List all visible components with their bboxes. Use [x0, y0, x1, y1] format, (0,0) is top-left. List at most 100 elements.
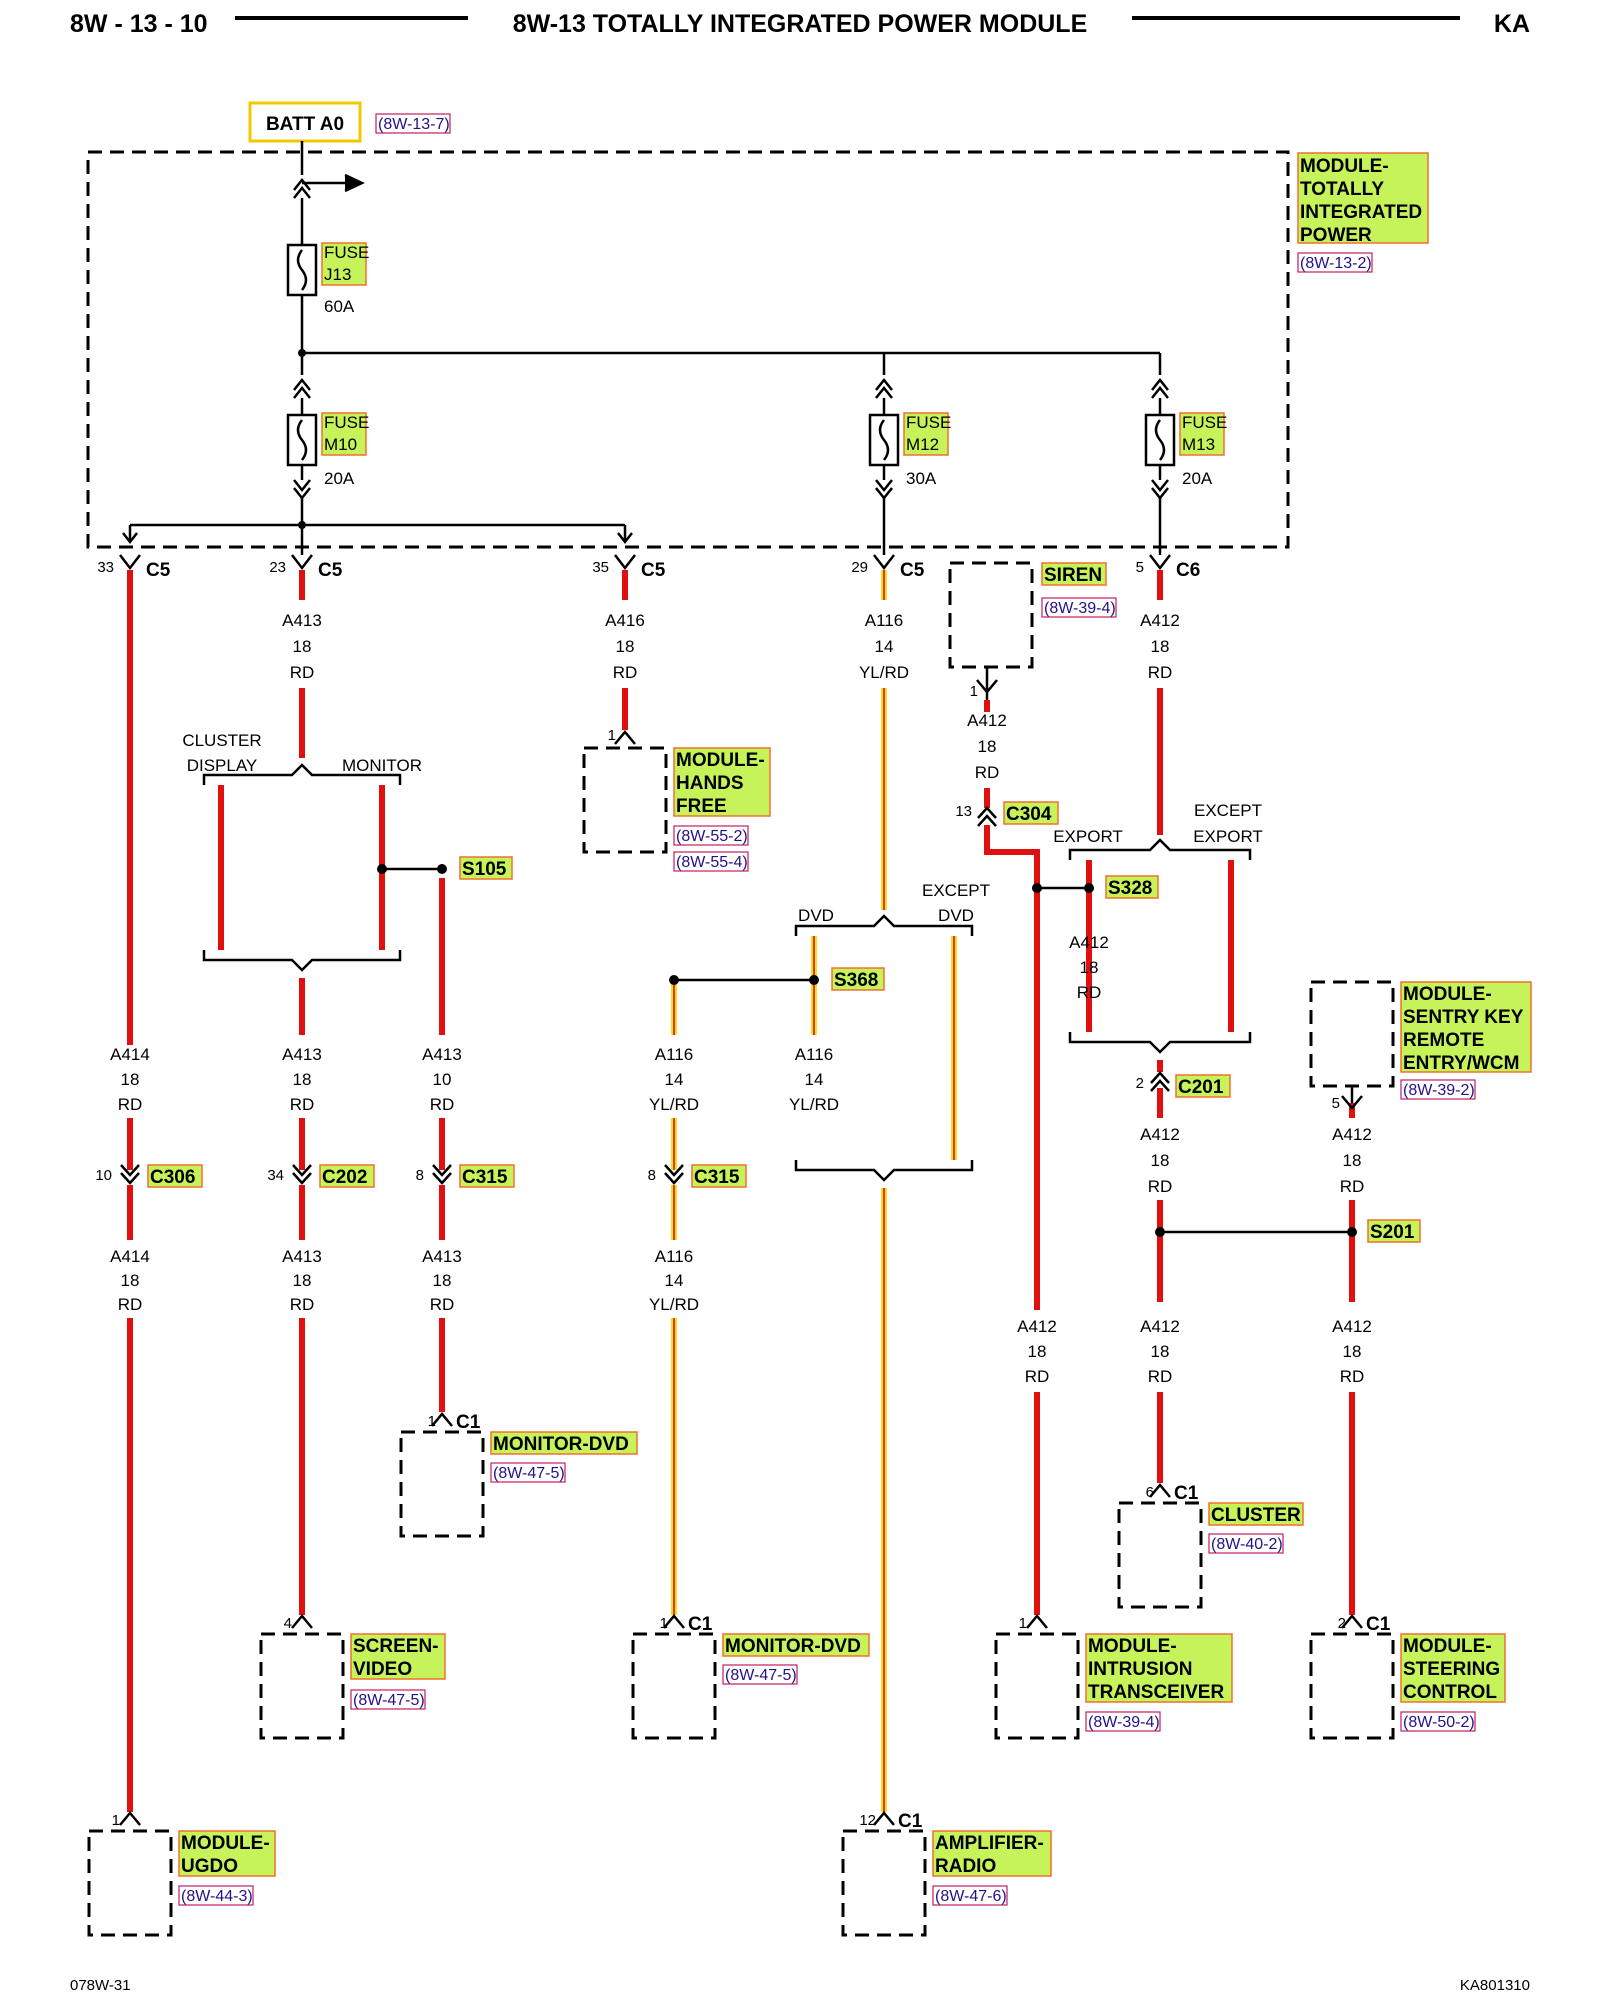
batt-ref[interactable]: (8W-13-7)	[378, 116, 450, 133]
pin-number: 34	[267, 1167, 284, 1184]
wire-gauge: 18	[293, 1271, 312, 1290]
fuse-j13-rating: 60A	[324, 297, 355, 316]
c315a-highlight	[459, 1164, 515, 1188]
pin-number: 8	[416, 1167, 424, 1184]
c304-highlight	[1003, 801, 1059, 825]
component-name: HANDS	[676, 773, 744, 794]
inline-connector-symbols	[120, 806, 1170, 1185]
monitor-dvd-2-highlight	[722, 1633, 870, 1657]
wire-color: RD	[1025, 1367, 1050, 1386]
wire-code: A412	[1140, 611, 1180, 630]
wire-color: RD	[1340, 1367, 1365, 1386]
wire-code: A413	[422, 1247, 462, 1266]
pin-number: 23	[269, 559, 286, 576]
tipm-ref-box	[1297, 252, 1373, 273]
pin-number: 33	[97, 559, 114, 576]
screen-video-highlight	[350, 1633, 446, 1680]
component-ref[interactable]: (8W-39-4)	[1088, 1714, 1160, 1731]
fuse-m12-label-2: M12	[906, 435, 939, 454]
fuse-m13-highlight	[1179, 412, 1225, 456]
component-ref[interactable]: (8W-44-3)	[181, 1888, 253, 1905]
component-name: UGDO	[181, 1856, 238, 1877]
siren-highlight	[1041, 562, 1107, 586]
component-name: MODULE-	[181, 1833, 270, 1854]
component-ref[interactable]: (8W-39-2)	[1403, 1082, 1475, 1099]
component-name: FREE	[676, 796, 727, 817]
option-label: CLUSTER	[182, 731, 261, 750]
component-name: MODULE-	[1403, 1636, 1492, 1657]
wire-color: RD	[430, 1295, 455, 1314]
fuse-j13-label-1: FUSE	[324, 243, 369, 262]
tipm-name-1: MODULE-	[1300, 156, 1389, 177]
component-ref[interactable]: (8W-39-4)	[1044, 600, 1116, 617]
component-name: SIREN	[1044, 565, 1102, 586]
wire-gauge: 18	[1343, 1342, 1362, 1361]
ref-box	[932, 1885, 1008, 1906]
ref-box	[673, 851, 749, 872]
component-ref[interactable]: (8W-47-6)	[935, 1888, 1007, 1905]
option-label: EXPORT	[1193, 827, 1263, 846]
component-ref[interactable]: (8W-47-5)	[725, 1667, 797, 1684]
wire-gauge: 18	[293, 1070, 312, 1089]
component-ref[interactable]: (8W-55-2)	[676, 828, 748, 845]
wire-code: A116	[655, 1045, 693, 1064]
monitor-dvd-1-highlight	[490, 1431, 638, 1455]
ref-box	[673, 825, 749, 846]
wire-code: A412	[1332, 1125, 1372, 1144]
component-monitor-dvd-2: 1 C1 MONITOR-DVD (8W-47-5)	[631, 1614, 870, 1740]
option-label: EXCEPT	[922, 881, 990, 900]
wire-color: YL/RD	[859, 663, 909, 682]
option-brackets	[202, 763, 1252, 1182]
component-name: MONITOR-DVD	[725, 1636, 861, 1657]
component-ref[interactable]: (8W-50-2)	[1403, 1714, 1475, 1731]
connector-label: C1	[1174, 1483, 1199, 1504]
wire-color: RD	[290, 1095, 315, 1114]
ref-box	[1400, 1711, 1476, 1732]
wire-code: A413	[282, 611, 322, 630]
wire-code: A412	[1017, 1317, 1057, 1336]
wire-color: RD	[290, 1295, 315, 1314]
ref-box	[1400, 1079, 1476, 1100]
fuse-m10: FUSE M10 20A	[286, 412, 369, 488]
fuse-m13: FUSE M13 20A	[1144, 412, 1227, 488]
component-name: MODULE-	[1403, 984, 1492, 1005]
page-number: 8W - 13 - 10	[70, 10, 208, 38]
pin-number: 1	[112, 1812, 120, 1829]
component-ugdo: 1 MODULE- UGDO (8W-44-3)	[87, 1811, 276, 1937]
wire-gauge: 18	[1151, 1151, 1170, 1170]
option-label: DVD	[798, 906, 834, 925]
tipm-ref[interactable]: (8W-13-2)	[1300, 255, 1372, 272]
component-name: RADIO	[935, 1856, 996, 1877]
wire-color: RD	[613, 663, 638, 682]
component-name: MODULE-	[1088, 1636, 1177, 1657]
option-label: EXCEPT	[1194, 801, 1262, 820]
connector-label: C5	[318, 560, 343, 581]
connector-label: C304	[1006, 804, 1052, 825]
bus-splice-dot	[298, 521, 306, 529]
connector-label: C1	[1366, 1614, 1391, 1635]
connector-label: C315	[694, 1167, 740, 1188]
wire-color: RD	[1148, 1367, 1173, 1386]
component-name: STEERING	[1403, 1659, 1500, 1680]
bus-splice-dot	[298, 349, 306, 357]
wire-gauge: 14	[805, 1070, 824, 1089]
component-ref[interactable]: (8W-47-5)	[493, 1465, 565, 1482]
pin-number: 1	[660, 1615, 668, 1632]
wire-color: RD	[1148, 663, 1173, 682]
splice-label: S328	[1108, 878, 1152, 899]
component-ref[interactable]: (8W-55-4)	[676, 854, 748, 871]
ugdo-highlight	[178, 1830, 276, 1877]
wire-code: A116	[795, 1045, 833, 1064]
component-ref[interactable]: (8W-47-5)	[353, 1692, 425, 1709]
component-screen-video: 4 SCREEN- VIDEO (8W-47-5)	[259, 1614, 446, 1740]
wire-gauge: 14	[665, 1070, 684, 1089]
wire-labels: A413 18 RD A416 18 RD A116 14 YL/RD A412…	[110, 611, 1372, 1386]
component-ref[interactable]: (8W-40-2)	[1211, 1536, 1283, 1553]
tipm-name-3: INTEGRATED	[1300, 202, 1422, 223]
s328-highlight	[1105, 875, 1159, 899]
tipm-internal-bus	[122, 141, 1169, 555]
c306-highlight	[147, 1164, 203, 1188]
footer-left-code: 078W-31	[70, 1977, 131, 1994]
pin-number: 2	[1338, 1615, 1346, 1632]
